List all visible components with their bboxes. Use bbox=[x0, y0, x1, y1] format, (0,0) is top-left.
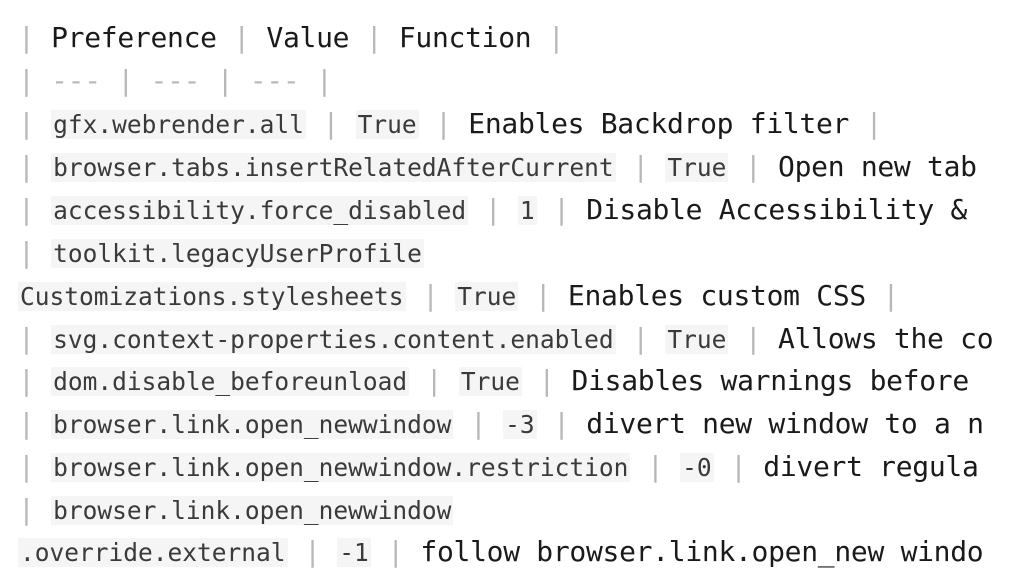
table-row: | svg.context-properties.content.enabled… bbox=[18, 317, 994, 360]
inline-code: browser.tabs.insertRelatedAfterCurrent bbox=[51, 153, 616, 182]
table-row: Customizations.stylesheets | True | Enab… bbox=[18, 274, 899, 317]
cell-text: Enables Backdrop filter bbox=[468, 107, 850, 140]
inline-code: -3 bbox=[503, 410, 537, 439]
inline-code: dom.disable_beforeunload bbox=[51, 367, 410, 396]
inline-code: -1 bbox=[337, 538, 371, 567]
inline-code: True bbox=[355, 110, 419, 139]
table-pipe-separator: | bbox=[287, 535, 338, 568]
inline-code: Customizations.stylesheets bbox=[18, 282, 406, 311]
table-pipe-separator: | bbox=[468, 193, 518, 226]
inline-code: True bbox=[665, 325, 729, 354]
cell-text: Function bbox=[398, 21, 532, 54]
table-pipe-separator: | bbox=[521, 364, 572, 397]
table-pipe-separator: | --- | --- | --- | bbox=[18, 64, 333, 97]
table-header-row: | Preference | Value | Function | bbox=[18, 16, 565, 59]
cell-text: follow browser.link.open_new windo bbox=[420, 535, 984, 568]
table-pipe-separator: | bbox=[18, 322, 52, 355]
table-pipe-separator: | bbox=[349, 21, 399, 54]
table-pipe-separator: | bbox=[865, 279, 900, 312]
inline-code: toolkit.legacyUserProfile bbox=[51, 239, 424, 268]
table-pipe-separator: | bbox=[849, 107, 883, 140]
cell-text: divert new window to a n bbox=[586, 407, 984, 440]
table-pipe-separator: | bbox=[728, 322, 779, 355]
table-row: | browser.link.open_newwindow.restrictio… bbox=[18, 445, 979, 488]
table-row: | browser.link.open_newwindow | -3 | div… bbox=[18, 402, 984, 445]
table-pipe-separator: | bbox=[18, 107, 52, 140]
table-pipe-separator: | bbox=[370, 535, 421, 568]
cell-text: Disables warnings before bbox=[571, 364, 970, 397]
table-row: .override.external | -1 | follow browser… bbox=[18, 530, 984, 573]
cell-text: Enables custom CSS bbox=[567, 279, 866, 312]
table-pipe-separator: | bbox=[713, 450, 764, 483]
cell-text: Disable Accessibility & bbox=[586, 193, 968, 226]
table-pipe-separator: | bbox=[405, 279, 456, 312]
table-pipe-separator: | bbox=[615, 150, 666, 183]
table-pipe-separator: | bbox=[453, 407, 504, 440]
table-pipe-separator: | bbox=[409, 364, 459, 397]
cell-text: Open new tab bbox=[778, 150, 977, 183]
inline-code: gfx.webrender.all bbox=[51, 110, 306, 139]
cell-text: Allows the co bbox=[778, 322, 994, 355]
inline-code: True bbox=[458, 367, 522, 396]
table-pipe-separator: | bbox=[18, 364, 52, 397]
table-row: | browser.link.open_newwindow bbox=[18, 488, 454, 531]
table-row: | toolkit.legacyUserProfile bbox=[18, 231, 424, 274]
cell-text: Preference bbox=[51, 21, 217, 54]
inline-code: svg.context-properties.content.enabled bbox=[51, 325, 616, 354]
table-pipe-separator: | bbox=[418, 107, 469, 140]
table-pipe-separator: | bbox=[18, 150, 52, 183]
inline-code: browser.link.open_newwindow bbox=[51, 496, 454, 525]
inline-code: 1 bbox=[517, 196, 537, 225]
table-pipe-separator: | bbox=[305, 107, 356, 140]
inline-code: .override.external bbox=[18, 538, 288, 567]
table-pipe-separator: | bbox=[615, 322, 666, 355]
table-pipe-separator: | bbox=[18, 21, 52, 54]
table-pipe-separator: | bbox=[18, 236, 52, 269]
table-pipe-separator: | bbox=[536, 193, 587, 226]
table-pipe-separator: | bbox=[536, 407, 587, 440]
inline-code: accessibility.force_disabled bbox=[51, 196, 469, 225]
table-pipe-separator: | bbox=[18, 407, 52, 440]
inline-code: True bbox=[665, 153, 729, 182]
inline-code: browser.link.open_newwindow bbox=[51, 410, 454, 439]
inline-code: True bbox=[455, 282, 519, 311]
table-pipe-separator: | bbox=[728, 150, 779, 183]
cell-text: divert regula bbox=[763, 450, 979, 483]
cell-text: Value bbox=[266, 21, 350, 54]
table-pipe-separator: | bbox=[518, 279, 568, 312]
inline-code: -0 bbox=[680, 453, 714, 482]
table-pipe-separator: | bbox=[216, 21, 267, 54]
table-row: | gfx.webrender.all | True | Enables Bac… bbox=[18, 102, 883, 145]
table-row: | dom.disable_beforeunload | True | Disa… bbox=[18, 359, 969, 402]
table-pipe-separator: | bbox=[18, 450, 52, 483]
table-row: | browser.tabs.insertRelatedAfterCurrent… bbox=[18, 145, 977, 188]
table-pipe-separator: | bbox=[18, 493, 52, 526]
table-pipe-separator: | bbox=[531, 21, 565, 54]
table-pipe-separator: | bbox=[18, 193, 52, 226]
table-divider-row: | --- | --- | --- | bbox=[18, 59, 333, 102]
table-row: | accessibility.force_disabled | 1 | Dis… bbox=[18, 188, 967, 231]
table-pipe-separator: | bbox=[630, 450, 681, 483]
inline-code: browser.link.open_newwindow.restriction bbox=[51, 453, 631, 482]
